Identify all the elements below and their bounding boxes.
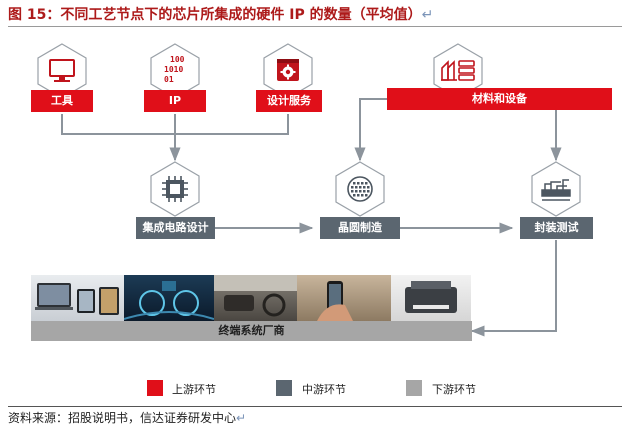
legend-upstream-swatch: [147, 380, 163, 396]
design-services-node: [259, 42, 317, 100]
figure-title-text: 图 15：不同工艺节点下的芯片所集成的硬件 IP 的数量（平均值）: [8, 7, 422, 23]
binary-code-icon: 100 1010 01: [164, 55, 185, 84]
title-rule: [8, 26, 622, 27]
factory-icon: [441, 60, 475, 81]
ic-design-label: 集成电路设计: [136, 217, 215, 239]
packaging-node: [527, 160, 585, 218]
wafer-icon: [347, 176, 373, 202]
ic-design-node: [146, 160, 204, 218]
paragraph-mark-icon: ↵: [421, 7, 434, 23]
chip-icon: [162, 176, 188, 202]
smartphone-photo: [297, 275, 391, 321]
ip-label: IP: [144, 90, 206, 112]
wafer-label: 晶圆制造: [320, 217, 400, 239]
binary-line-1: 100: [170, 55, 185, 64]
device-photo-tablets: [31, 275, 124, 321]
source-rule: [8, 406, 622, 407]
design-services-label: 设计服务: [256, 90, 322, 112]
packaging-label: 封装测试: [520, 217, 593, 239]
printer-photo: [391, 275, 471, 321]
materials-node: [429, 42, 487, 100]
source-note: 资料来源：招股说明书，信达证券研发中心↵: [8, 409, 246, 426]
legend-midstream-swatch: [276, 380, 292, 396]
source-paragraph-mark-icon: ↵: [236, 411, 247, 425]
materials-label: 材料和设备: [387, 88, 612, 110]
tools-label: 工具: [31, 90, 93, 112]
legend-downstream-swatch: [406, 380, 422, 396]
circuit-board-icon: [541, 179, 571, 201]
figure-title: 图 15：不同工艺节点下的芯片所集成的硬件 IP 的数量（平均值）↵: [8, 4, 433, 24]
legend-upstream-label: 上游环节: [172, 383, 216, 396]
car-interior-photo: [214, 275, 297, 321]
binary-line-3: 01: [164, 75, 174, 84]
legend-midstream-label: 中游环节: [302, 383, 346, 396]
binary-line-2: 1010: [164, 65, 183, 74]
gear-window-icon: [277, 59, 299, 81]
car-dashboard-photo: [124, 275, 214, 321]
end-vendor-label: 终端系统厂商: [31, 321, 472, 341]
legend-downstream-label: 下游环节: [432, 383, 476, 396]
wafer-node: [331, 160, 389, 218]
monitor-icon: [49, 59, 75, 82]
source-text: 资料来源：招股说明书，信达证券研发中心: [8, 411, 237, 425]
tools-node: [33, 42, 91, 100]
